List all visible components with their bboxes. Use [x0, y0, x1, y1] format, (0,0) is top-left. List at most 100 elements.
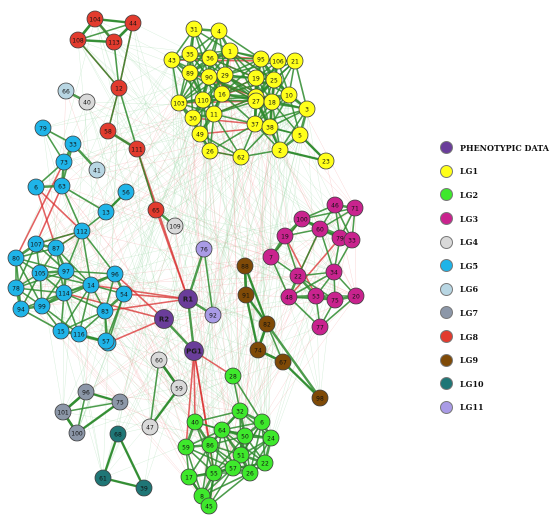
faint-edge — [15, 150, 211, 289]
node-circle — [106, 265, 124, 283]
node-circle — [147, 201, 165, 219]
faint-edge — [90, 53, 191, 286]
faint-edge — [209, 57, 284, 363]
node-40: 40 — [186, 413, 204, 431]
node-56: 56 — [117, 183, 135, 201]
faint-edge — [41, 305, 211, 446]
faint-edge — [354, 207, 357, 297]
node-circle — [286, 52, 304, 70]
node-65: 65 — [147, 201, 165, 219]
faint-edge — [96, 126, 271, 171]
legend-swatch — [440, 353, 453, 367]
node-label: 13 — [102, 209, 110, 216]
node-label: 105 — [34, 270, 46, 277]
faint-edge — [269, 126, 356, 209]
node-circle — [261, 118, 279, 136]
node-circle — [52, 322, 70, 340]
faint-edge — [125, 93, 223, 193]
node-circle — [57, 262, 75, 280]
faint-edge — [62, 411, 151, 428]
faint-edge — [86, 101, 187, 448]
positive-edge — [266, 323, 321, 399]
faint-edge — [39, 272, 64, 413]
faint-edge — [63, 292, 266, 464]
node-33: 33 — [64, 135, 82, 153]
faint-edge — [185, 375, 234, 448]
positive-edge — [178, 74, 226, 104]
node-circle — [97, 203, 115, 221]
legend-swatch — [440, 164, 453, 178]
node-label: 94 — [17, 306, 25, 313]
legend-label: LG11 — [460, 402, 484, 413]
node-circle — [55, 284, 73, 302]
node-64: 64 — [213, 421, 231, 439]
node-circle — [170, 379, 188, 397]
node-label: 15 — [57, 328, 65, 335]
node-circle — [109, 425, 127, 443]
faint-edge — [35, 243, 268, 325]
node-circle — [69, 31, 87, 49]
node-59: 59 — [177, 438, 195, 456]
node-63: 63 — [53, 177, 71, 195]
node-circle — [311, 389, 329, 407]
node-45: 45 — [200, 497, 218, 515]
node-circle — [55, 153, 73, 171]
node-5: 5 — [291, 126, 309, 144]
node-66: 66 — [57, 82, 75, 100]
faint-edge — [114, 248, 205, 275]
node-label: 97 — [62, 268, 70, 275]
faint-edge — [35, 18, 96, 245]
node-10: 10 — [280, 86, 298, 104]
node-circle — [186, 413, 204, 431]
node-label: 78 — [12, 285, 20, 292]
positive-edge — [149, 359, 160, 428]
node-22: 22 — [256, 454, 274, 472]
node-circle — [252, 50, 270, 68]
node-circle — [185, 20, 203, 38]
network-graph: R1R2PG1314353614389902995106211925811010… — [7, 10, 365, 515]
node-43: 43 — [163, 51, 181, 69]
node-label: 24 — [267, 435, 275, 442]
faint-edge — [136, 148, 234, 377]
node-circle — [177, 438, 195, 456]
positive-edge — [243, 265, 269, 325]
faint-edge — [245, 94, 290, 296]
node-circle — [201, 142, 219, 160]
node-label: 83 — [101, 308, 109, 315]
node-55: 55 — [205, 464, 223, 482]
node-33b: 33 — [343, 231, 361, 249]
node-label: 108 — [72, 37, 84, 44]
node-77: 77 — [311, 318, 329, 336]
node-24: 24 — [262, 429, 280, 447]
faint-edge — [209, 150, 290, 298]
positive-edge — [185, 446, 234, 469]
positive-edge — [221, 58, 262, 95]
node-circle — [205, 105, 223, 123]
node-11: 11 — [205, 105, 223, 123]
node-label: 47 — [146, 424, 154, 431]
node-95: 95 — [252, 50, 270, 68]
node-61: 61 — [94, 469, 112, 487]
node-label: 40 — [191, 419, 199, 426]
positive-edge — [78, 284, 92, 335]
legend-swatch — [440, 141, 453, 155]
legend-label: PHENOTYPIC DATA — [460, 142, 549, 153]
node-label: 116 — [73, 331, 85, 338]
faint-edge — [209, 126, 271, 152]
legend-label: LG6 — [460, 284, 479, 295]
node-circle — [317, 152, 335, 170]
node-label: 80 — [12, 255, 20, 262]
node-111: 111 — [128, 140, 146, 158]
node-91: 91 — [237, 286, 255, 304]
node-circle — [237, 286, 255, 304]
faint-edge — [117, 375, 234, 435]
positive-edge — [116, 433, 146, 489]
node-25: 25 — [265, 71, 283, 89]
faint-edge — [229, 50, 241, 412]
faint-edge — [90, 284, 160, 361]
faint-edge — [114, 273, 189, 300]
node-label: 5 — [298, 132, 302, 139]
positive-edge — [136, 148, 157, 211]
node-label: 109 — [169, 223, 181, 230]
node-108: 108 — [69, 31, 87, 49]
